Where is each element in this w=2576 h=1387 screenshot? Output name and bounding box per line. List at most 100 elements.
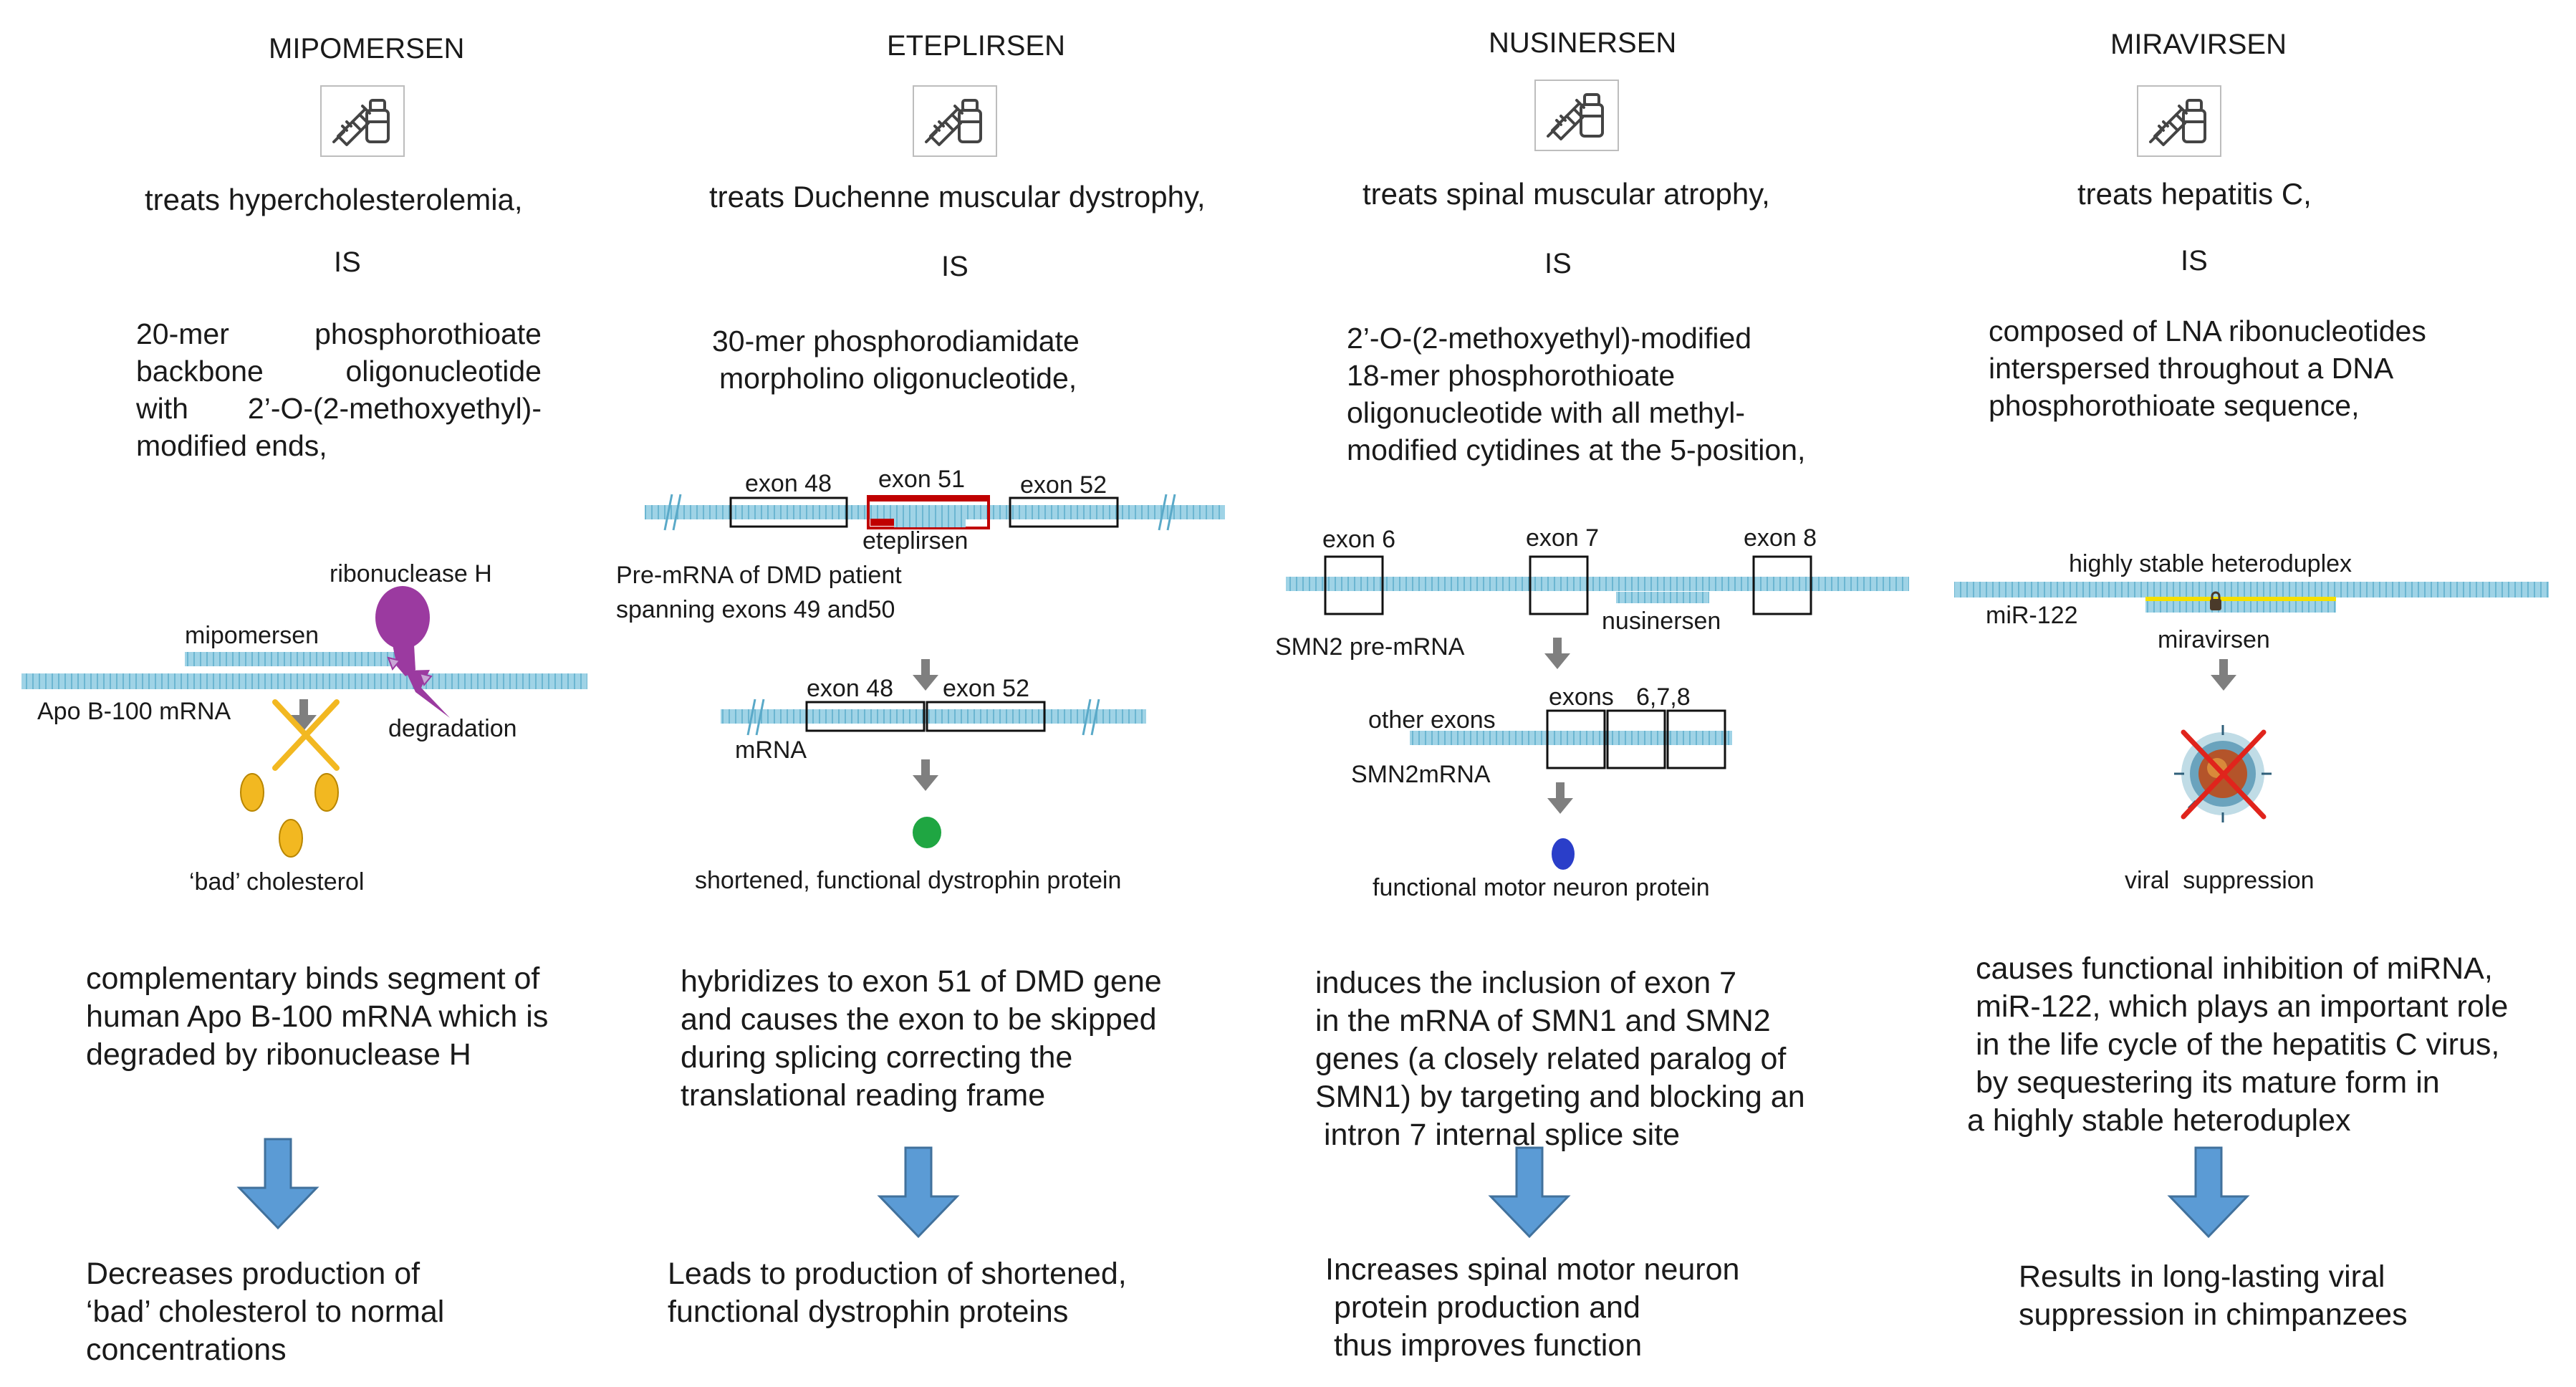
mechanism-mipomersen: complementary binds segment of human Apo… <box>86 960 602 1074</box>
label-nusinersen: nusinersen <box>1602 608 1721 635</box>
strand-break-marks <box>746 699 1100 736</box>
composition-line: modified cytidines at the 5-position, <box>1347 433 1806 466</box>
label-smn2-pre-mrna: SMN2 pre-mRNA <box>1275 633 1465 661</box>
pre-mrna-strand <box>645 505 1225 519</box>
mechanism-line: miR-122, which plays an important role <box>1976 989 2509 1024</box>
mechanism-line: human Apo B-100 mRNA which is <box>86 999 549 1034</box>
composition-miravirsen: composed of LNA ribonucleotides interspe… <box>1989 312 2504 424</box>
result-arrow-icon <box>238 1138 318 1229</box>
composition-line: 2’-O-(2-methoxyethyl)-modified <box>1347 322 1752 355</box>
mipomersen-strand <box>185 652 400 666</box>
exon-6-box <box>1546 709 1606 769</box>
composition-line: backbone oligonucleotide <box>136 355 542 388</box>
mechanism-line: hybridizes to exon 51 of DMD gene <box>681 964 1162 999</box>
label-spanning: spanning exons 49 and50 <box>616 596 895 623</box>
is-label-eteplirsen: IS <box>941 251 969 282</box>
mechanism-line: SMN1) by targeting and blocking an <box>1315 1080 1805 1114</box>
result-line: Leads to production of shortened, <box>668 1257 1127 1291</box>
label-heteroduplex: highly stable heteroduplex <box>2069 550 2352 577</box>
result-line: protein production and <box>1325 1290 1640 1325</box>
mechanism-line: during splicing correcting the <box>681 1040 1073 1075</box>
composition-line: phosphorothioate sequence, <box>1989 389 2360 422</box>
eteplirsen-strand <box>894 517 966 527</box>
motor-neuron-protein-shape <box>1552 838 1575 870</box>
composition-line: modified ends, <box>136 429 327 462</box>
result-arrow-icon <box>2168 1146 2249 1238</box>
miravirsen-strand <box>2145 598 2336 613</box>
drug-title-miravirsen: MIRAVIRSEN <box>2110 29 2287 60</box>
result-line: Results in long-lasting viral <box>2019 1259 2385 1294</box>
mechanism-line: a highly stable heteroduplex <box>1967 1103 2351 1138</box>
label-mrna: mRNA <box>735 736 807 764</box>
mechanism-line: in the mRNA of SMN1 and SMN2 <box>1315 1004 1771 1038</box>
is-label-miravirsen: IS <box>2181 245 2208 277</box>
result-nusinersen: Increases spinal motor neuron protein pr… <box>1325 1251 1841 1365</box>
mechanism-line: by sequestering its mature form in <box>1976 1065 2440 1100</box>
is-label-nusinersen: IS <box>1544 248 1572 279</box>
mechanism-line: intron 7 internal splice site <box>1315 1118 1681 1152</box>
composition-eteplirsen: 30-mer phosphorodiamidate morpholino oli… <box>712 322 1156 397</box>
apo-b-mrna-strand <box>21 673 587 689</box>
mechanism-line: degraded by ribonuclease H <box>86 1037 471 1072</box>
composition-line: 20-mer phosphorothioate <box>136 317 542 350</box>
mechanism-line: and causes the exon to be skipped <box>681 1002 1157 1037</box>
exon-8-box <box>1666 709 1726 769</box>
treats-label-miravirsen: treats hepatitis C, <box>2077 177 2312 211</box>
syringe-vial-icon <box>319 85 405 158</box>
composition-line: 30-mer phosphorodiamidate <box>712 325 1080 357</box>
mechanism-line: induces the inclusion of exon 7 <box>1315 966 1737 1000</box>
syringe-vial-icon <box>1534 79 1620 152</box>
treats-label-nusinersen: treats spinal muscular atrophy, <box>1363 177 1770 211</box>
drug-title-mipomersen: MIPOMERSEN <box>269 33 465 64</box>
label-apo-b-mrna: Apo B-100 mRNA <box>37 698 231 725</box>
down-arrow-icon <box>913 759 938 791</box>
composition-nusinersen: 2’-O-(2-methoxyethyl)-modified 18-mer ph… <box>1347 320 1863 469</box>
exon-48-box <box>729 496 848 528</box>
exon-6-box <box>1324 555 1384 615</box>
label-pre-mrna: Pre-mRNA of DMD patient <box>616 562 902 589</box>
label-exon-52-mrna: exon 52 <box>943 675 1029 702</box>
exon-7-box <box>1529 555 1589 615</box>
composition-line: with 2’-O-(2-methoxyethyl)- <box>136 392 542 425</box>
result-line: suppression in chimpanzees <box>2019 1297 2408 1332</box>
label-exon-48: exon 48 <box>745 470 832 497</box>
composition-mipomersen: 20-mer phosphorothioate backbone oligonu… <box>136 315 542 464</box>
result-line: functional dystrophin proteins <box>668 1295 1069 1329</box>
mechanism-line: genes (a closely related paralog of <box>1315 1042 1787 1076</box>
label-exon-7: exon 7 <box>1526 524 1600 552</box>
drug-title-nusinersen: NUSINERSEN <box>1489 27 1677 59</box>
label-ribonuclease-h: ribonuclease H <box>330 560 492 587</box>
down-arrow-icon <box>1544 638 1570 669</box>
nusinersen-strand <box>1616 592 1709 603</box>
smn2-pre-mrna-strand <box>1286 577 1909 591</box>
ribonuclease-h-shape <box>375 586 450 718</box>
treats-label-eteplirsen: treats Duchenne muscular dystrophy, <box>709 180 1206 213</box>
down-arrow-icon <box>1547 782 1573 814</box>
result-line: ‘bad’ cholesterol to normal <box>86 1295 445 1329</box>
label-miravirsen: miravirsen <box>2158 626 2270 653</box>
composition-line: composed of LNA ribonucleotides <box>1989 315 2426 347</box>
result-line: thus improves function <box>1325 1328 1643 1363</box>
down-arrow-icon <box>913 659 938 691</box>
label-bad-cholesterol: ‘bad’ cholesterol <box>189 868 365 896</box>
composition-line: morpholino oligonucleotide, <box>719 362 1077 395</box>
column-miravirsen <box>1954 85 2549 1238</box>
column-nusinersen <box>1286 79 1909 1238</box>
result-mipomersen: Decreases production of ‘bad’ cholestero… <box>86 1255 573 1369</box>
mechanism-nusinersen: induces the inclusion of exon 7 in the m… <box>1315 964 1860 1154</box>
composition-line: interspersed throughout a DNA <box>1989 352 2394 385</box>
exon-52-box <box>1009 496 1119 528</box>
drug-title-eteplirsen: ETEPLIRSEN <box>887 30 1065 62</box>
mrna-strand <box>721 709 1146 724</box>
label-motor-neuron-protein: functional motor neuron protein <box>1373 874 1710 901</box>
label-exon-numbers: 6,7,8 <box>1636 683 1691 711</box>
exon-7-box <box>1606 709 1666 769</box>
label-exon-8: exon 8 <box>1744 524 1817 552</box>
exon-51-box <box>867 495 990 529</box>
label-eteplirsen: eteplirsen <box>862 527 969 555</box>
composition-line: 18-mer phosphorothioate <box>1347 359 1676 392</box>
exon-8-box <box>1752 555 1812 615</box>
label-exons: exons <box>1549 683 1614 711</box>
strand-break-marks <box>663 494 1176 531</box>
